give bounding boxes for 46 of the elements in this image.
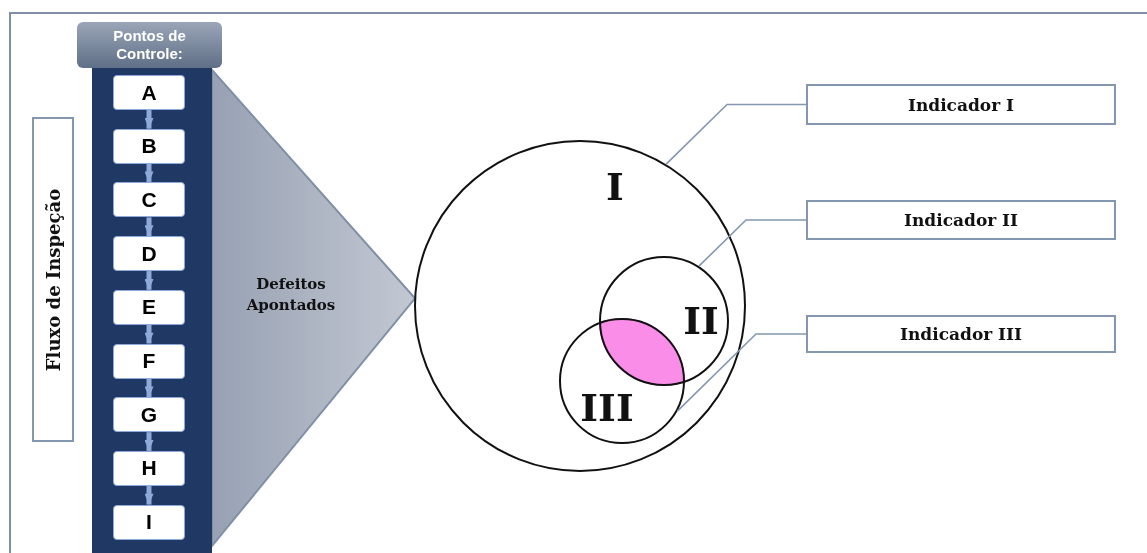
checkpoint-letter: D bbox=[141, 241, 157, 266]
checkpoint-box bbox=[113, 343, 185, 379]
checkpoint-box bbox=[113, 182, 185, 218]
checkpoint-letter: B bbox=[141, 134, 157, 159]
checkpoint-box bbox=[113, 504, 185, 540]
indicator-box bbox=[806, 84, 1116, 125]
checkpoint-box bbox=[113, 128, 185, 164]
control-points-column bbox=[77, 22, 222, 553]
indicator-label: Indicador II bbox=[904, 210, 1018, 230]
arrow bbox=[144, 110, 154, 129]
checkpoint-box bbox=[113, 289, 185, 325]
checkpoint-letter: I bbox=[146, 510, 152, 535]
outer-circle bbox=[414, 140, 746, 472]
checkpoint-letter: E bbox=[142, 295, 156, 320]
checkpoint-letter: A bbox=[141, 80, 157, 105]
checkpoint-letter: F bbox=[142, 349, 156, 373]
vertical-label: Fluxo de Inspeção bbox=[42, 188, 64, 371]
checkpoint-box bbox=[113, 450, 185, 486]
leader-line bbox=[698, 219, 807, 267]
triangle-label: Defeitos Apontados bbox=[245, 274, 337, 316]
arrow bbox=[144, 432, 154, 451]
arrow bbox=[144, 163, 154, 183]
inner-circle bbox=[559, 318, 685, 444]
column-header: Pontos de Controle: bbox=[77, 22, 222, 68]
arrow bbox=[144, 271, 154, 290]
indicator-box bbox=[806, 315, 1116, 353]
roman-numeral: II bbox=[683, 301, 719, 341]
checkpoint-letter: H bbox=[141, 456, 157, 481]
roman-numeral: I bbox=[606, 167, 624, 207]
arrow bbox=[144, 378, 154, 398]
checkpoint-letter: C bbox=[141, 187, 157, 212]
checkpoint-letter: G bbox=[140, 402, 158, 427]
leader-line bbox=[665, 103, 807, 165]
arrow bbox=[144, 217, 154, 237]
checkpoint-box bbox=[113, 397, 185, 433]
label-box bbox=[32, 117, 74, 442]
indicator-label: Indicador I bbox=[907, 94, 1015, 115]
roman-numeral: III bbox=[580, 388, 634, 428]
checkpoint-box bbox=[113, 75, 185, 110]
arrow bbox=[144, 485, 154, 505]
checkpoint-box bbox=[113, 236, 185, 272]
inner-circle bbox=[599, 256, 729, 386]
arrow bbox=[144, 324, 154, 344]
indicator-box bbox=[806, 200, 1116, 240]
indicator-label: Indicador III bbox=[900, 324, 1022, 344]
leader-line bbox=[676, 333, 807, 412]
